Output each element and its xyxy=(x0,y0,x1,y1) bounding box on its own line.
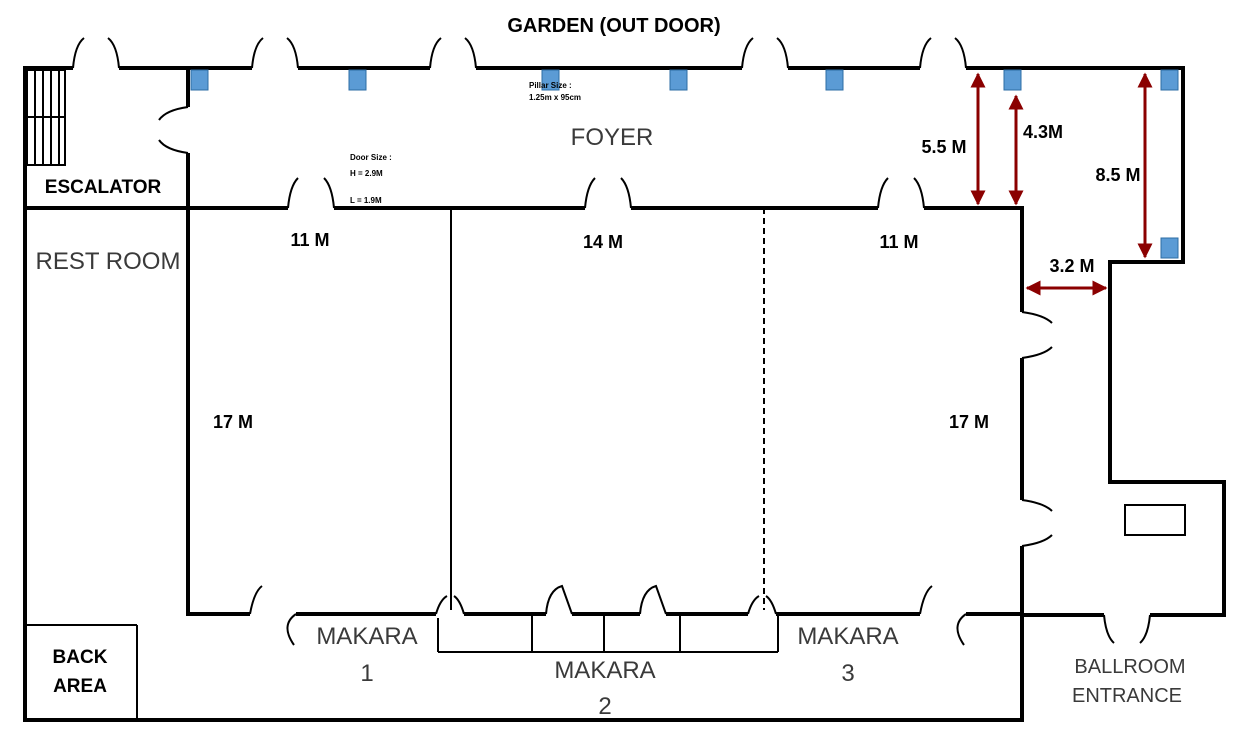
rest-room-label: REST ROOM xyxy=(36,248,181,275)
dim-width-room3: 11 M xyxy=(879,232,918,252)
makara-3-label: MAKARA xyxy=(797,623,898,650)
door-size-length: L = 1.9M xyxy=(350,196,382,205)
dimension-arrows xyxy=(970,72,1153,296)
dim-length-right: 17 M xyxy=(949,412,989,432)
makara-1-label: MAKARA xyxy=(316,623,417,650)
pillar xyxy=(1003,69,1022,91)
back-area-label-line2: AREA xyxy=(53,676,107,697)
dim-corridor: 3.2 M xyxy=(1049,256,1094,276)
pillar xyxy=(541,69,560,91)
pillar xyxy=(348,69,367,91)
dim-length-left: 17 M xyxy=(213,412,253,432)
pillar-size-value: 1.25m x 95cm xyxy=(529,93,581,102)
escalator-steps xyxy=(26,69,66,166)
foyer-label: FOYER xyxy=(571,124,654,151)
ballroom-entrance-line1: BALLROOM xyxy=(1074,656,1185,678)
dim-foyer-wing: 8.5 M xyxy=(1095,165,1140,185)
pillar xyxy=(1160,69,1179,91)
pillar xyxy=(825,69,844,91)
dim-width-room1: 11 M xyxy=(290,230,329,250)
garden-label: GARDEN (OUT DOOR) xyxy=(507,15,720,37)
escalator-label: ESCALATOR xyxy=(45,177,162,198)
pillar-size-title: Pillar Size : xyxy=(529,81,572,90)
makara-1-number: 1 xyxy=(360,660,373,687)
pillar xyxy=(669,69,688,91)
walls xyxy=(23,66,1226,722)
entrance-desk xyxy=(1124,504,1186,536)
back-area-label-line1: BACK xyxy=(53,647,108,668)
dim-foyer-outer: 5.5 M xyxy=(921,137,966,157)
pillar xyxy=(1160,237,1179,259)
pillars xyxy=(190,69,1179,259)
makara-2-label: MAKARA xyxy=(554,657,655,684)
door-size-title: Door Size : xyxy=(350,153,392,162)
dim-foyer-inner: 4.3M xyxy=(1023,122,1063,142)
makara-3-number: 3 xyxy=(841,660,854,687)
makara-2-number: 2 xyxy=(598,693,611,720)
door-size-height: H = 2.9M xyxy=(350,169,383,178)
pillar xyxy=(190,69,209,91)
ballroom-entrance-line2: ENTRANCE xyxy=(1072,685,1182,707)
doors xyxy=(72,37,1151,646)
dim-width-room2: 14 M xyxy=(583,232,623,252)
